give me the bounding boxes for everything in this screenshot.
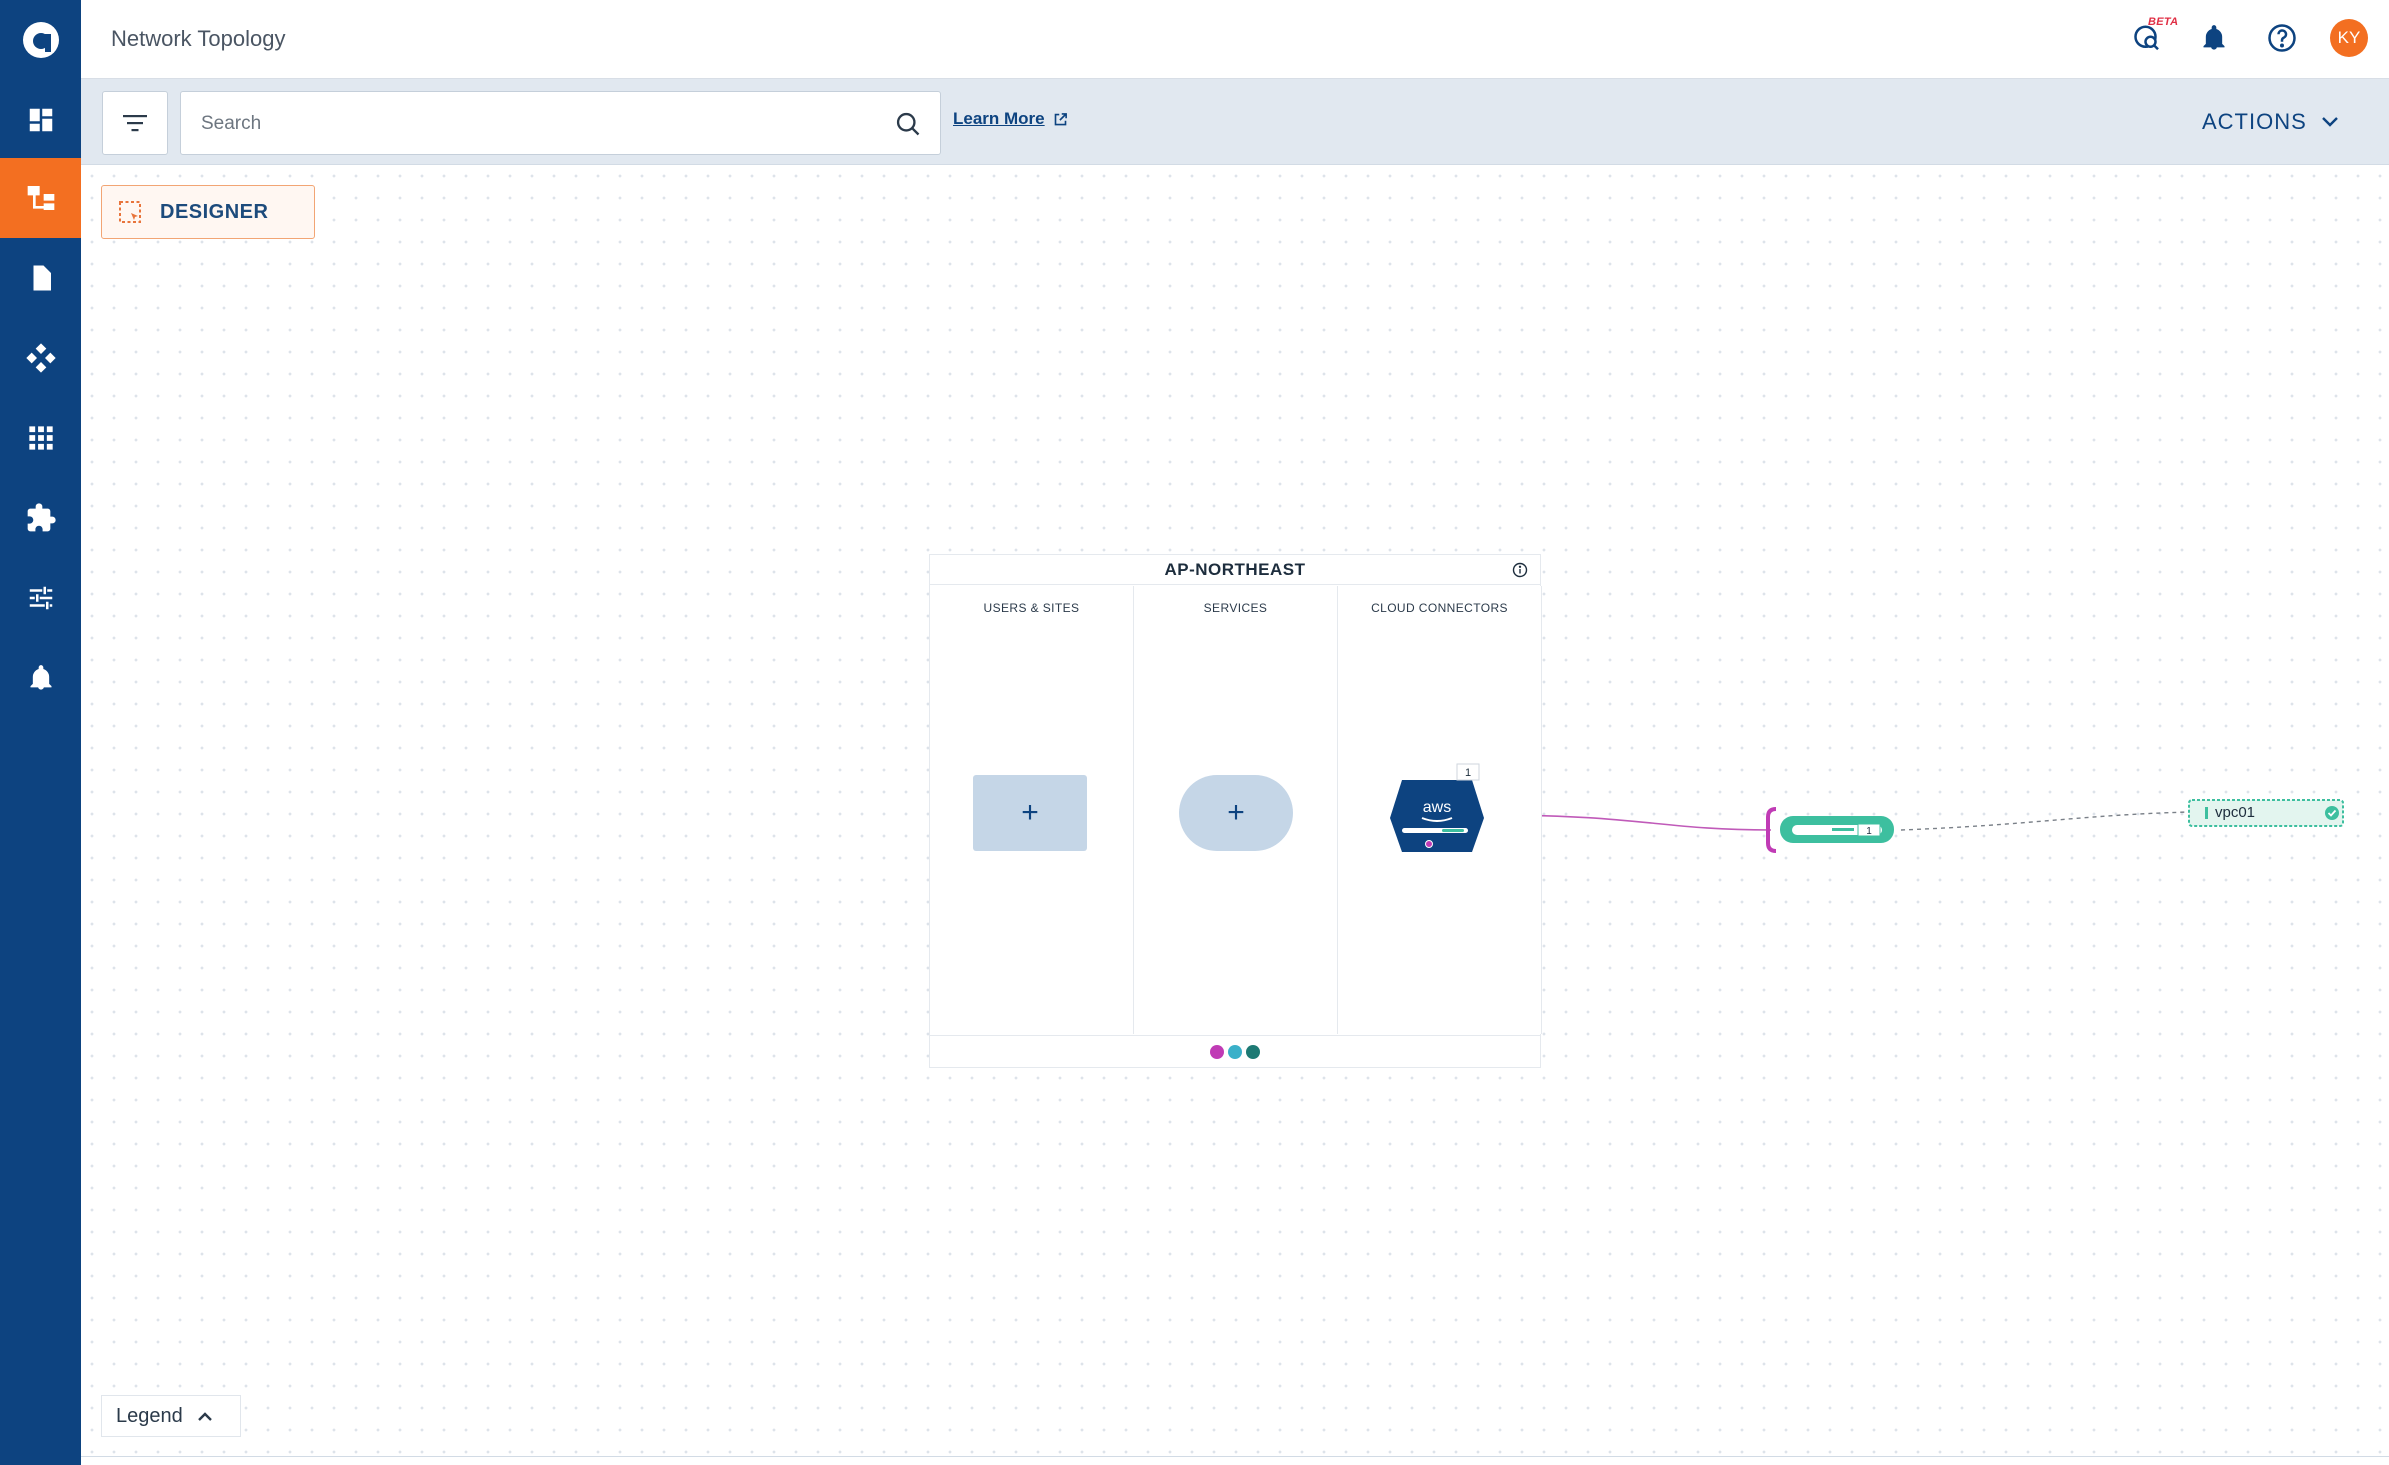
actions-dropdown[interactable]: ACTIONS bbox=[2202, 109, 2339, 135]
learn-more-label: Learn More bbox=[953, 109, 1045, 128]
legend-label: Legend bbox=[116, 1404, 183, 1427]
add-site-button[interactable]: + bbox=[973, 775, 1087, 851]
transit-gateway-node[interactable]: 1 bbox=[1764, 805, 1904, 855]
designer-select-icon bbox=[119, 201, 141, 223]
learn-more-link[interactable]: Learn More bbox=[953, 109, 1068, 129]
sidebar-item-integrations[interactable] bbox=[0, 478, 81, 558]
puzzle-icon bbox=[27, 503, 56, 532]
dashboard-icon bbox=[29, 108, 52, 132]
aws-provider-label: aws bbox=[1423, 799, 1451, 816]
bottom-divider bbox=[81, 1456, 2389, 1457]
bell-icon bbox=[30, 665, 51, 690]
column-services: SERVICES + bbox=[1134, 586, 1338, 1034]
sliders-icon bbox=[29, 586, 52, 610]
chevron-down-icon bbox=[2321, 117, 2338, 127]
sidebar-item-topology[interactable] bbox=[0, 158, 81, 238]
add-service-button[interactable]: + bbox=[1179, 775, 1293, 851]
search-input[interactable] bbox=[201, 110, 881, 138]
column-cloud-connectors: CLOUD CONNECTORS aws 1 bbox=[1338, 586, 1542, 1034]
sidebar-item-documents[interactable] bbox=[0, 238, 81, 318]
column-title: SERVICES bbox=[1203, 601, 1268, 615]
document-icon bbox=[33, 265, 51, 291]
page-title: Network Topology bbox=[111, 26, 286, 51]
help-icon bbox=[2268, 24, 2296, 52]
vpc-label: vpc01 bbox=[2215, 804, 2255, 821]
user-avatar[interactable]: KY bbox=[2330, 19, 2368, 57]
region-title: AP-NORTHEAST bbox=[930, 555, 1540, 585]
region-status-bar bbox=[930, 1035, 1540, 1067]
column-users-sites: USERS & SITES + bbox=[930, 586, 1134, 1034]
column-title: USERS & SITES bbox=[983, 601, 1080, 615]
region-info-icon[interactable] bbox=[1512, 562, 1528, 583]
help-button[interactable] bbox=[2264, 20, 2300, 56]
sidebar bbox=[0, 0, 81, 1465]
column-title: CLOUD CONNECTORS bbox=[1371, 601, 1508, 615]
chevron-up-icon bbox=[197, 1411, 212, 1421]
legend-toggle[interactable]: Legend bbox=[101, 1395, 241, 1437]
search-icon[interactable] bbox=[894, 110, 922, 143]
beta-badge: BETA bbox=[2148, 16, 2179, 28]
status-dot bbox=[1228, 1044, 1242, 1059]
vpc-node[interactable]: vpc01 bbox=[2187, 797, 2347, 829]
connector-count: 1 bbox=[1465, 767, 1471, 779]
vpc-link bbox=[1900, 811, 2190, 831]
top-header: Network Topology BETA KY bbox=[81, 0, 2389, 79]
designer-button[interactable]: DESIGNER bbox=[101, 185, 315, 239]
filter-icon bbox=[123, 115, 147, 132]
sidebar-item-dashboard[interactable] bbox=[0, 80, 81, 160]
filter-button[interactable] bbox=[102, 91, 168, 155]
sidebar-item-apps[interactable] bbox=[0, 398, 81, 478]
toolbar: Learn More ACTIONS bbox=[81, 79, 2389, 165]
network-diamond-icon bbox=[25, 343, 56, 373]
globe-search-icon bbox=[2134, 25, 2159, 51]
search-box bbox=[180, 91, 941, 155]
region-ap-northeast[interactable]: AP-NORTHEAST USERS & SITES + SERVICES + … bbox=[929, 554, 1542, 1068]
status-dot bbox=[1210, 1044, 1224, 1059]
topology-icon bbox=[27, 186, 54, 210]
apps-grid-icon bbox=[28, 426, 53, 450]
logo-icon bbox=[22, 22, 59, 58]
status-dot bbox=[1246, 1044, 1260, 1059]
external-link-icon bbox=[1054, 112, 1067, 125]
notifications-button[interactable] bbox=[2196, 20, 2232, 56]
check-icon bbox=[2325, 806, 2339, 820]
topology-canvas[interactable]: DESIGNER AP-NORTHEAST USERS & SITES + SE… bbox=[81, 165, 2389, 1456]
aws-connector-node[interactable]: aws 1 bbox=[1372, 760, 1502, 858]
sidebar-item-settings[interactable] bbox=[0, 558, 81, 638]
sidebar-item-network[interactable] bbox=[0, 318, 81, 398]
designer-label: DESIGNER bbox=[160, 200, 269, 223]
transit-count: 1 bbox=[1866, 826, 1872, 837]
beta-search-button[interactable]: BETA bbox=[2130, 16, 2178, 56]
app-logo[interactable] bbox=[0, 0, 81, 80]
sidebar-item-alerts[interactable] bbox=[0, 638, 81, 718]
actions-label: ACTIONS bbox=[2202, 109, 2307, 134]
bell-icon bbox=[2203, 25, 2225, 50]
